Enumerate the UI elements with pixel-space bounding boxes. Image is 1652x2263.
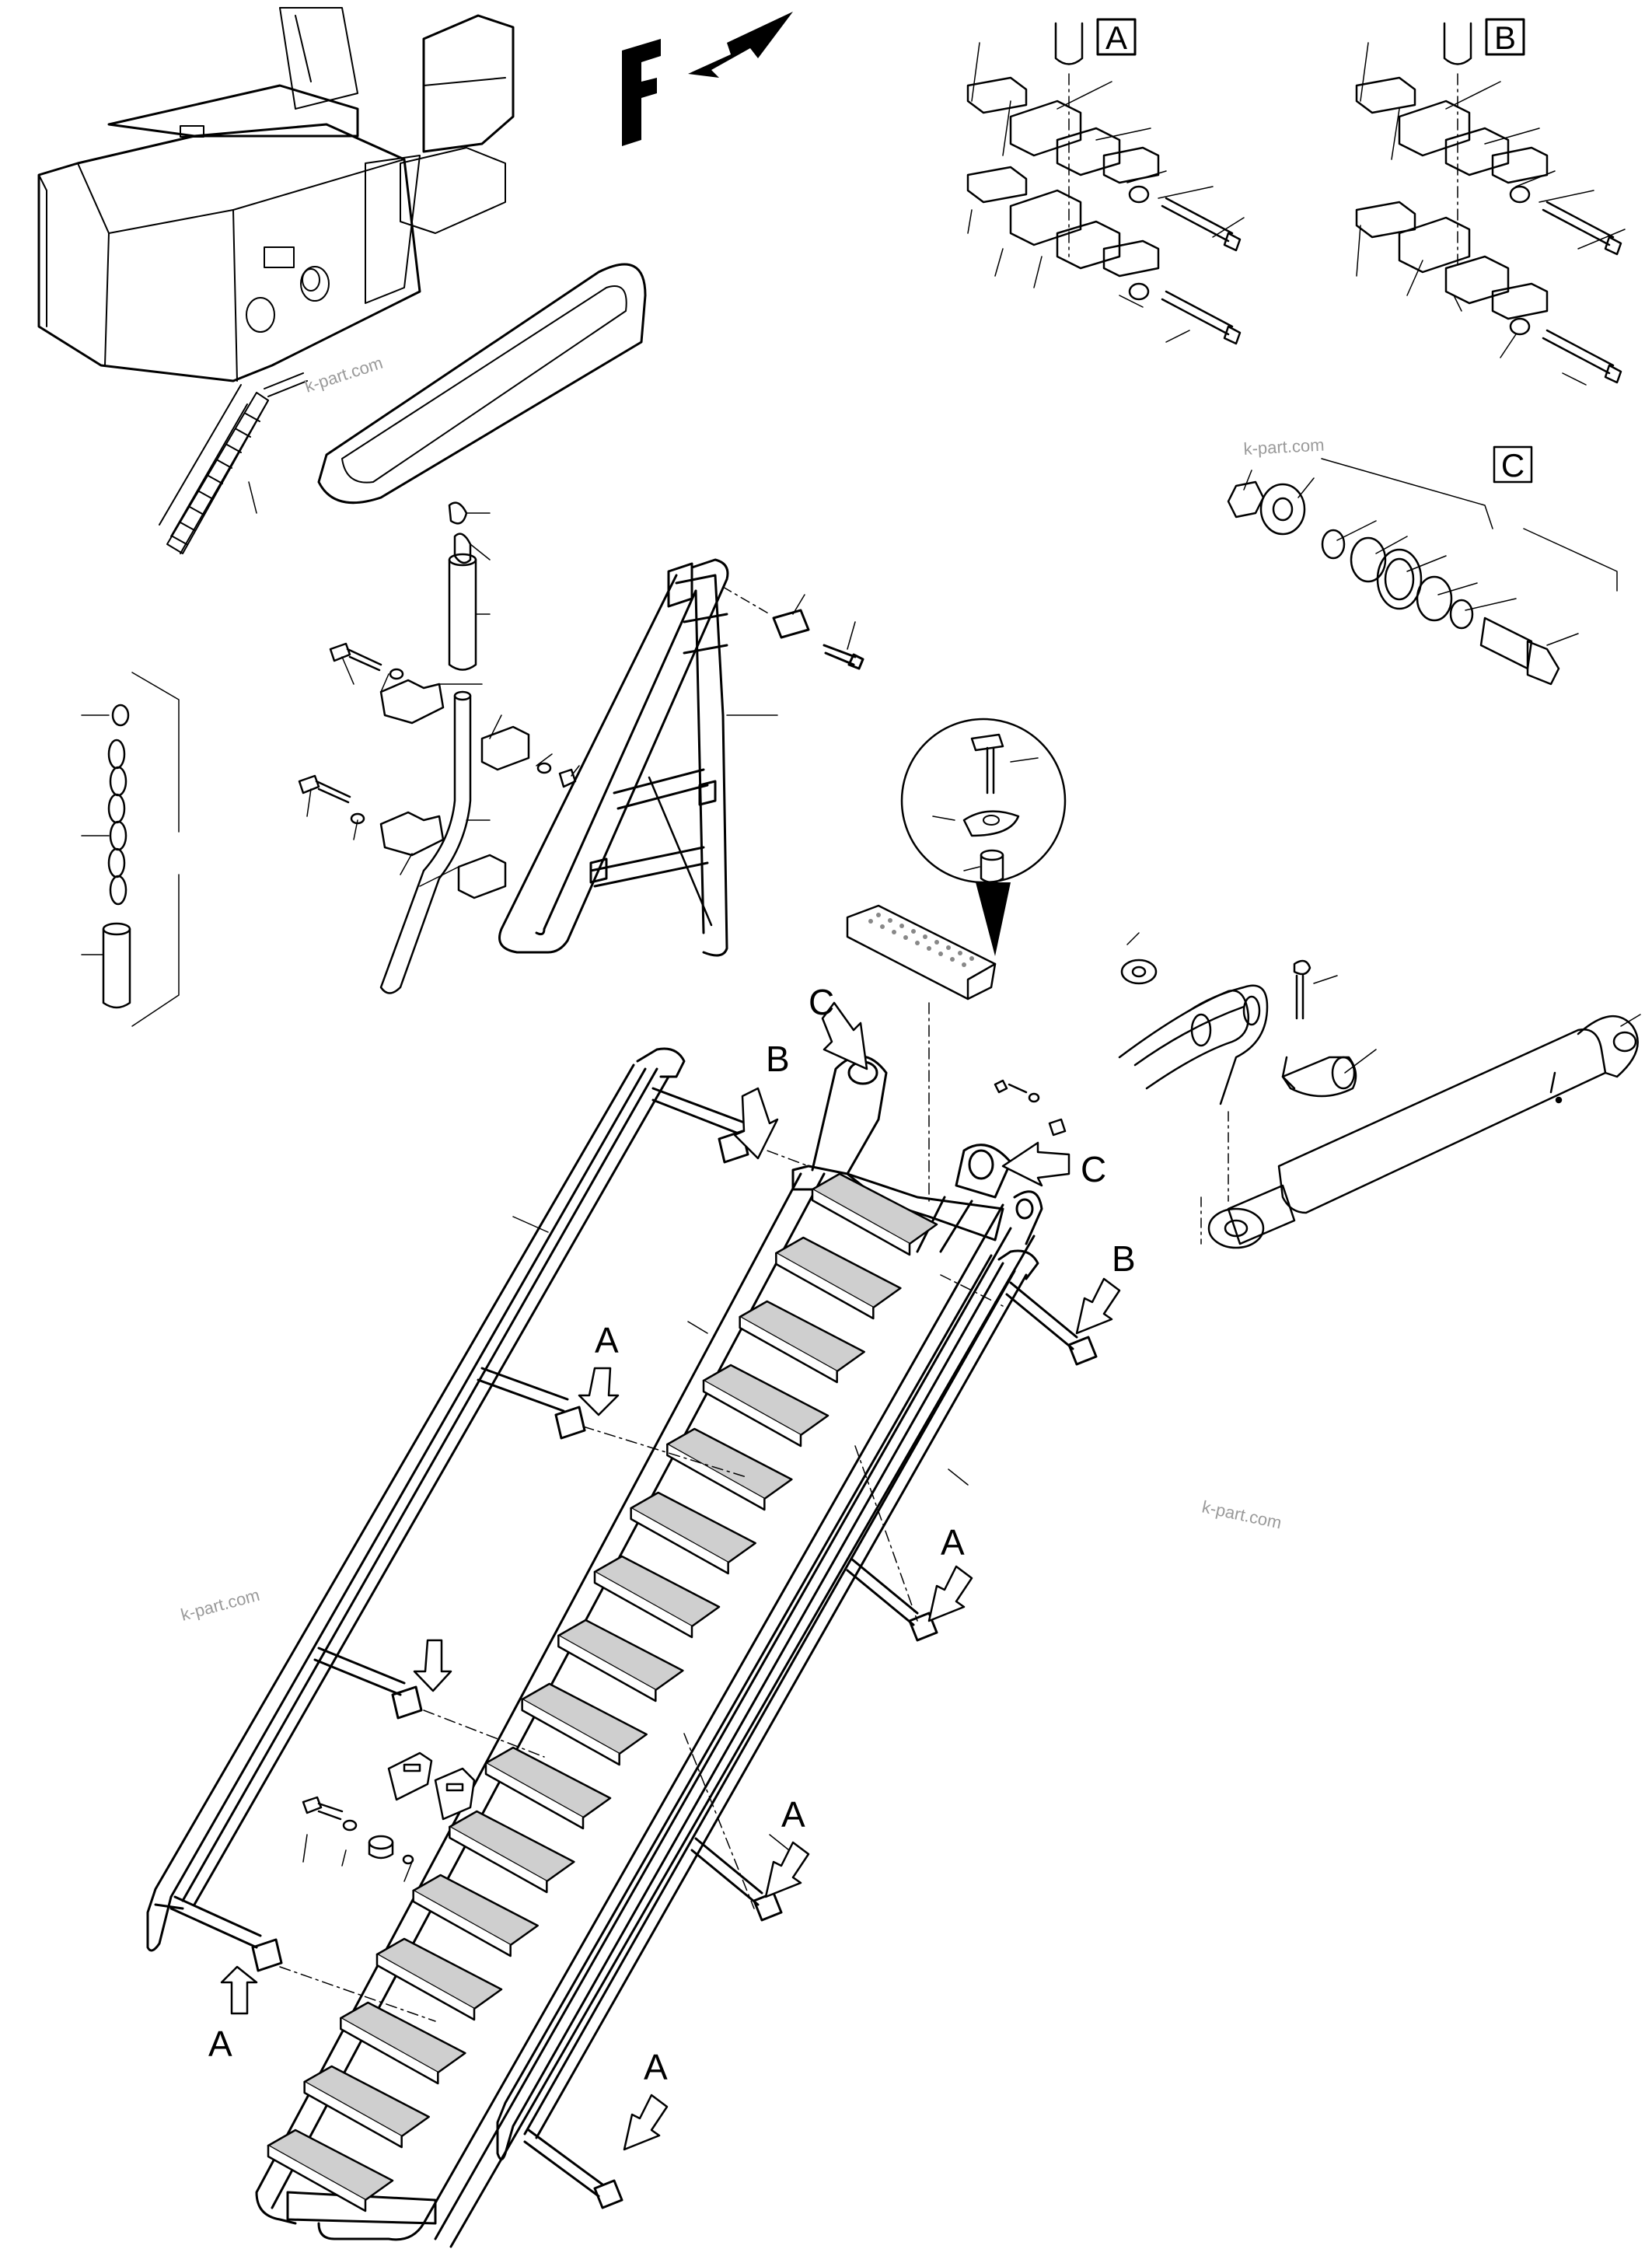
stair-tread (521, 1682, 648, 1755)
stair-tread-edge (557, 1634, 657, 1702)
stair-tread-edge (775, 1252, 875, 1320)
label-b-top: B (766, 1039, 790, 1079)
operator-cab (422, 14, 515, 153)
stair-tread (702, 1364, 829, 1437)
direction-f-letter (622, 39, 661, 146)
stair-tread-edge (739, 1315, 838, 1384)
chain-assembly (81, 672, 180, 1027)
label-a-upper: A (595, 1320, 619, 1360)
arrow-b-top-icon (733, 1087, 779, 1160)
stair-tread-edge (267, 2144, 367, 2212)
stair-tread-edge (303, 2080, 403, 2149)
stair-tread-edge (521, 1698, 620, 1766)
alignment-lines (279, 1142, 1004, 2022)
mini-ladder (159, 372, 308, 554)
hydraulic-cylinder (1118, 959, 1639, 1249)
stair-tread (630, 1491, 756, 1564)
stair-tread (303, 2065, 430, 2138)
label-a-right: A (941, 1522, 965, 1563)
stair-tread (412, 1874, 539, 1947)
detail-a: A (966, 18, 1245, 345)
stair-tread-edge (484, 1762, 585, 1830)
side-frame (498, 558, 864, 957)
watermark-2: k-part.com (1243, 435, 1325, 459)
handrail-rod-assembly (298, 501, 577, 994)
arrow-a-right-icon (927, 1565, 973, 1622)
main-ladder (146, 1047, 1098, 2248)
detail-c: C (1227, 445, 1618, 686)
step-plate (846, 904, 997, 1202)
upper-body (37, 123, 421, 382)
stair-tread-edge (811, 1188, 911, 1256)
label-c-left: C (809, 982, 834, 1022)
watermark-3: k-part.com (1200, 1496, 1284, 1532)
direction-arrow-icon (688, 12, 793, 78)
detail-a-label: A (1105, 19, 1127, 56)
stair-tread (811, 1172, 938, 1245)
detail-b-label: B (1494, 19, 1516, 56)
crawler-track (317, 263, 647, 505)
stair-treads (267, 1172, 938, 2212)
label-a-bottom-left: A (208, 2024, 232, 2064)
arrow-a-upper-icon (578, 1367, 620, 1416)
stair-tread-edge (630, 1507, 729, 1575)
watermark-4: k-part.com (179, 1585, 262, 1625)
stair-tread-edge (702, 1379, 802, 1448)
stair-tread (739, 1300, 865, 1373)
label-b-right: B (1112, 1238, 1136, 1279)
label-c-right: C (1081, 1149, 1106, 1189)
label-a-lower-right: A (781, 1794, 805, 1835)
label-a-bottom-right: A (644, 2047, 668, 2087)
stair-tread-edge (340, 2017, 439, 2085)
watermark-1: k-part.com (302, 353, 386, 396)
arrow-c-right-icon (1001, 1141, 1070, 1187)
callout-arrows (220, 1001, 1121, 2151)
arrow-a-bottom-left-icon (220, 1965, 258, 2015)
stair-tread-edge (666, 1443, 766, 1511)
right-handrail (496, 1249, 1098, 2209)
arrow-a-bottom-right-icon (623, 2094, 669, 2151)
arrow-b-right-icon (1075, 1277, 1121, 1335)
detail-c-label: C (1501, 447, 1525, 484)
stair-tread-edge (375, 1953, 476, 2021)
arrow-a-mid-left-icon (413, 1639, 452, 1692)
stair-tread-edge (412, 1889, 512, 1957)
leader-lines-rod (306, 512, 580, 887)
left-handrail (146, 1047, 749, 1972)
hinge-bracket (302, 1079, 1067, 1865)
stair-tread-edge (449, 1825, 548, 1894)
machine-overview: F (37, 7, 793, 554)
detail-b: B (1355, 18, 1626, 386)
arrow-a-lower-right-icon (764, 1841, 810, 1898)
stair-tread-edge (593, 1570, 693, 1639)
arrow-c-left-icon (821, 1001, 868, 1070)
engine-hood (107, 84, 359, 138)
step-fastener-detail (900, 718, 1067, 956)
